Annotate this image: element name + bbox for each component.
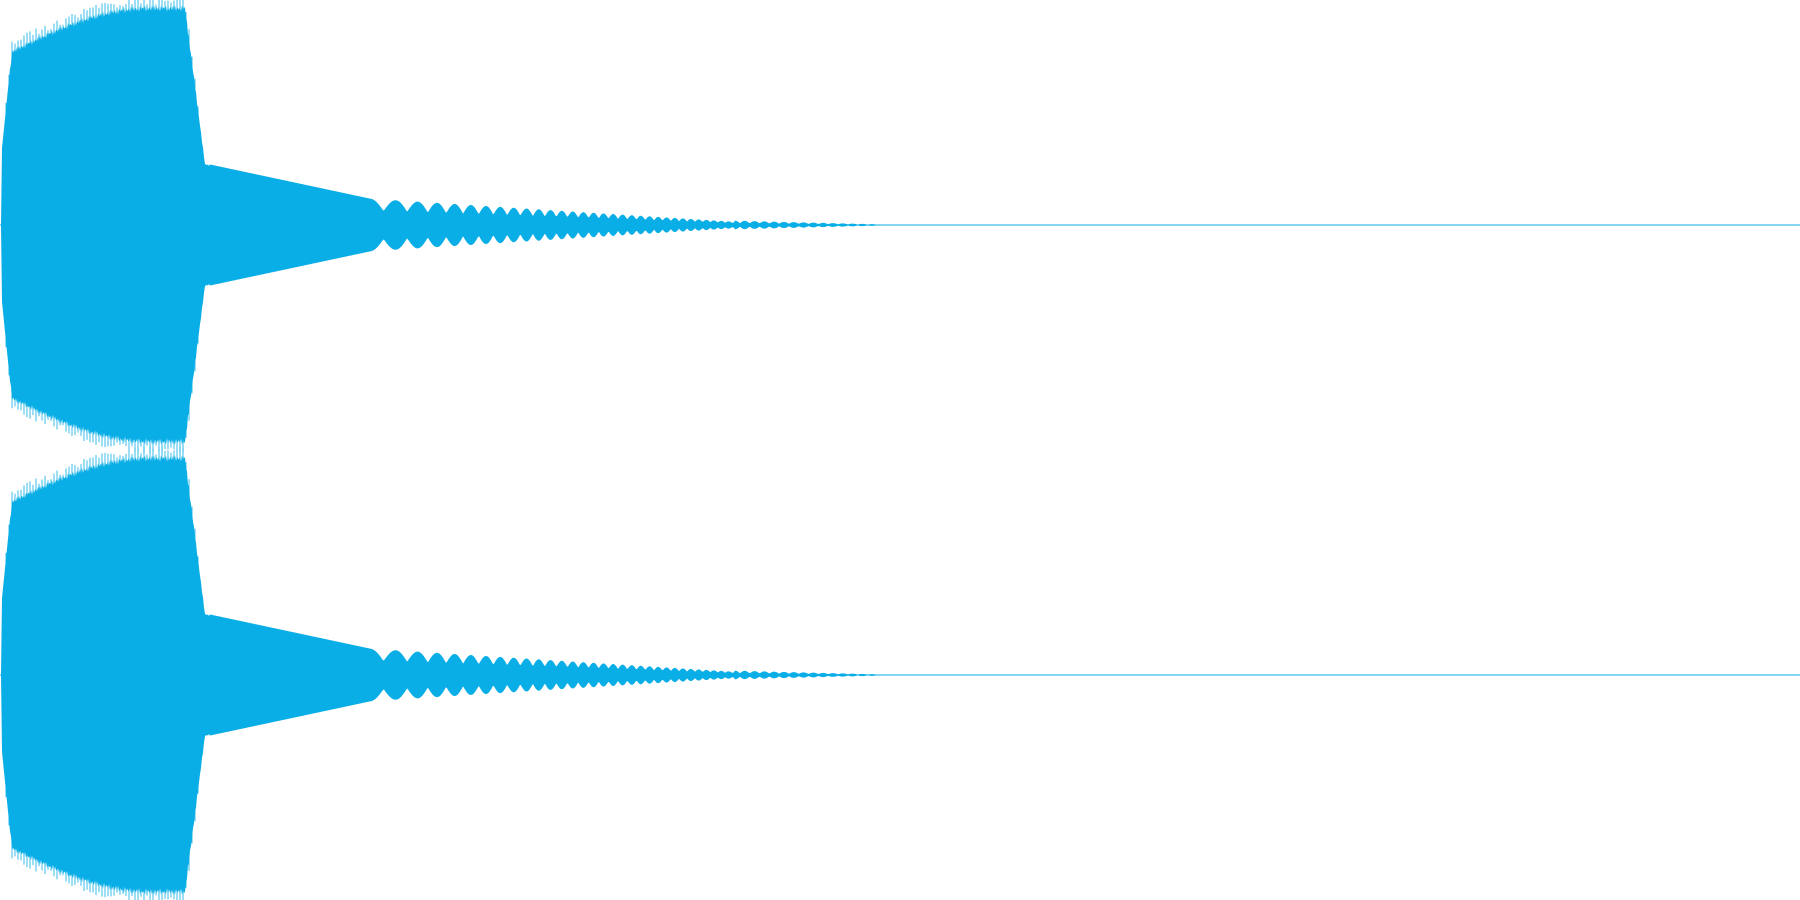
channel-left-waveform (0, 0, 1800, 454)
channel-right-waveform (0, 446, 1800, 900)
